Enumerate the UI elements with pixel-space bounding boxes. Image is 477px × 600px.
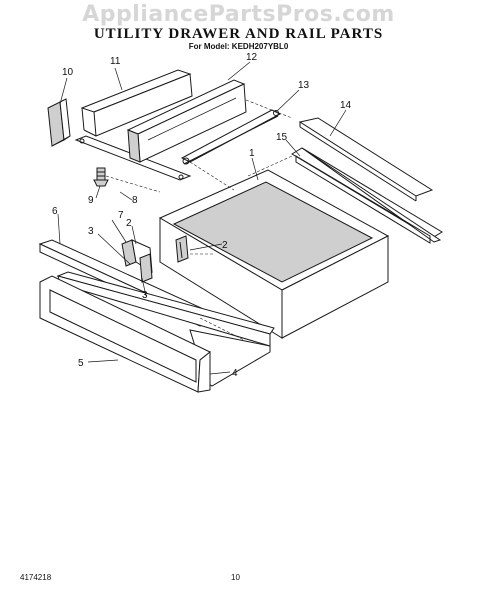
callout-labels: 10 11 12 13 14 15 1 2 7 6 2 3 3 8 9 5 4 bbox=[52, 52, 352, 379]
callout-7: 7 bbox=[118, 210, 124, 221]
watermark: AppliancePartsPros.com bbox=[82, 2, 395, 27]
callout-8: 8 bbox=[132, 195, 138, 206]
part-5-front-frame bbox=[39, 275, 211, 393]
alignment-lines bbox=[105, 99, 293, 341]
footer-page-number: 10 bbox=[231, 573, 240, 582]
part-1-drawer-box bbox=[158, 169, 390, 339]
callout-10: 10 bbox=[62, 67, 74, 78]
callout-2-left: 2 bbox=[126, 218, 132, 229]
footer-part-code: 4174218 bbox=[20, 573, 52, 582]
diagram-title: UTILITY DRAWER AND RAIL PARTS bbox=[93, 26, 384, 42]
callout-11: 11 bbox=[110, 56, 121, 67]
callout-13: 13 bbox=[298, 80, 310, 91]
callout-15: 15 bbox=[276, 132, 288, 143]
part-2-clip-right bbox=[175, 235, 189, 263]
callout-1: 1 bbox=[249, 148, 255, 159]
leader-lines bbox=[57, 61, 347, 375]
callout-9: 9 bbox=[88, 195, 94, 206]
part-9-screw bbox=[93, 167, 109, 187]
part-14-back-strip bbox=[298, 117, 434, 202]
part-7-clips bbox=[121, 239, 153, 283]
part-15-panel bbox=[291, 147, 443, 244]
callout-12: 12 bbox=[246, 52, 258, 63]
callout-3-lower: 3 bbox=[142, 290, 148, 301]
callout-4: 4 bbox=[232, 368, 238, 379]
part-10-bracket bbox=[47, 98, 71, 147]
callout-3-left: 3 bbox=[88, 226, 94, 237]
model-label: For Model: KEDH207YBL0 bbox=[188, 42, 289, 51]
callout-14: 14 bbox=[340, 100, 352, 111]
part-13-rod-rail bbox=[180, 109, 282, 165]
callout-2-right: 2 bbox=[222, 240, 228, 251]
part-12-slide-rail bbox=[126, 79, 247, 163]
callout-6: 6 bbox=[52, 206, 58, 217]
callout-5: 5 bbox=[78, 358, 84, 369]
